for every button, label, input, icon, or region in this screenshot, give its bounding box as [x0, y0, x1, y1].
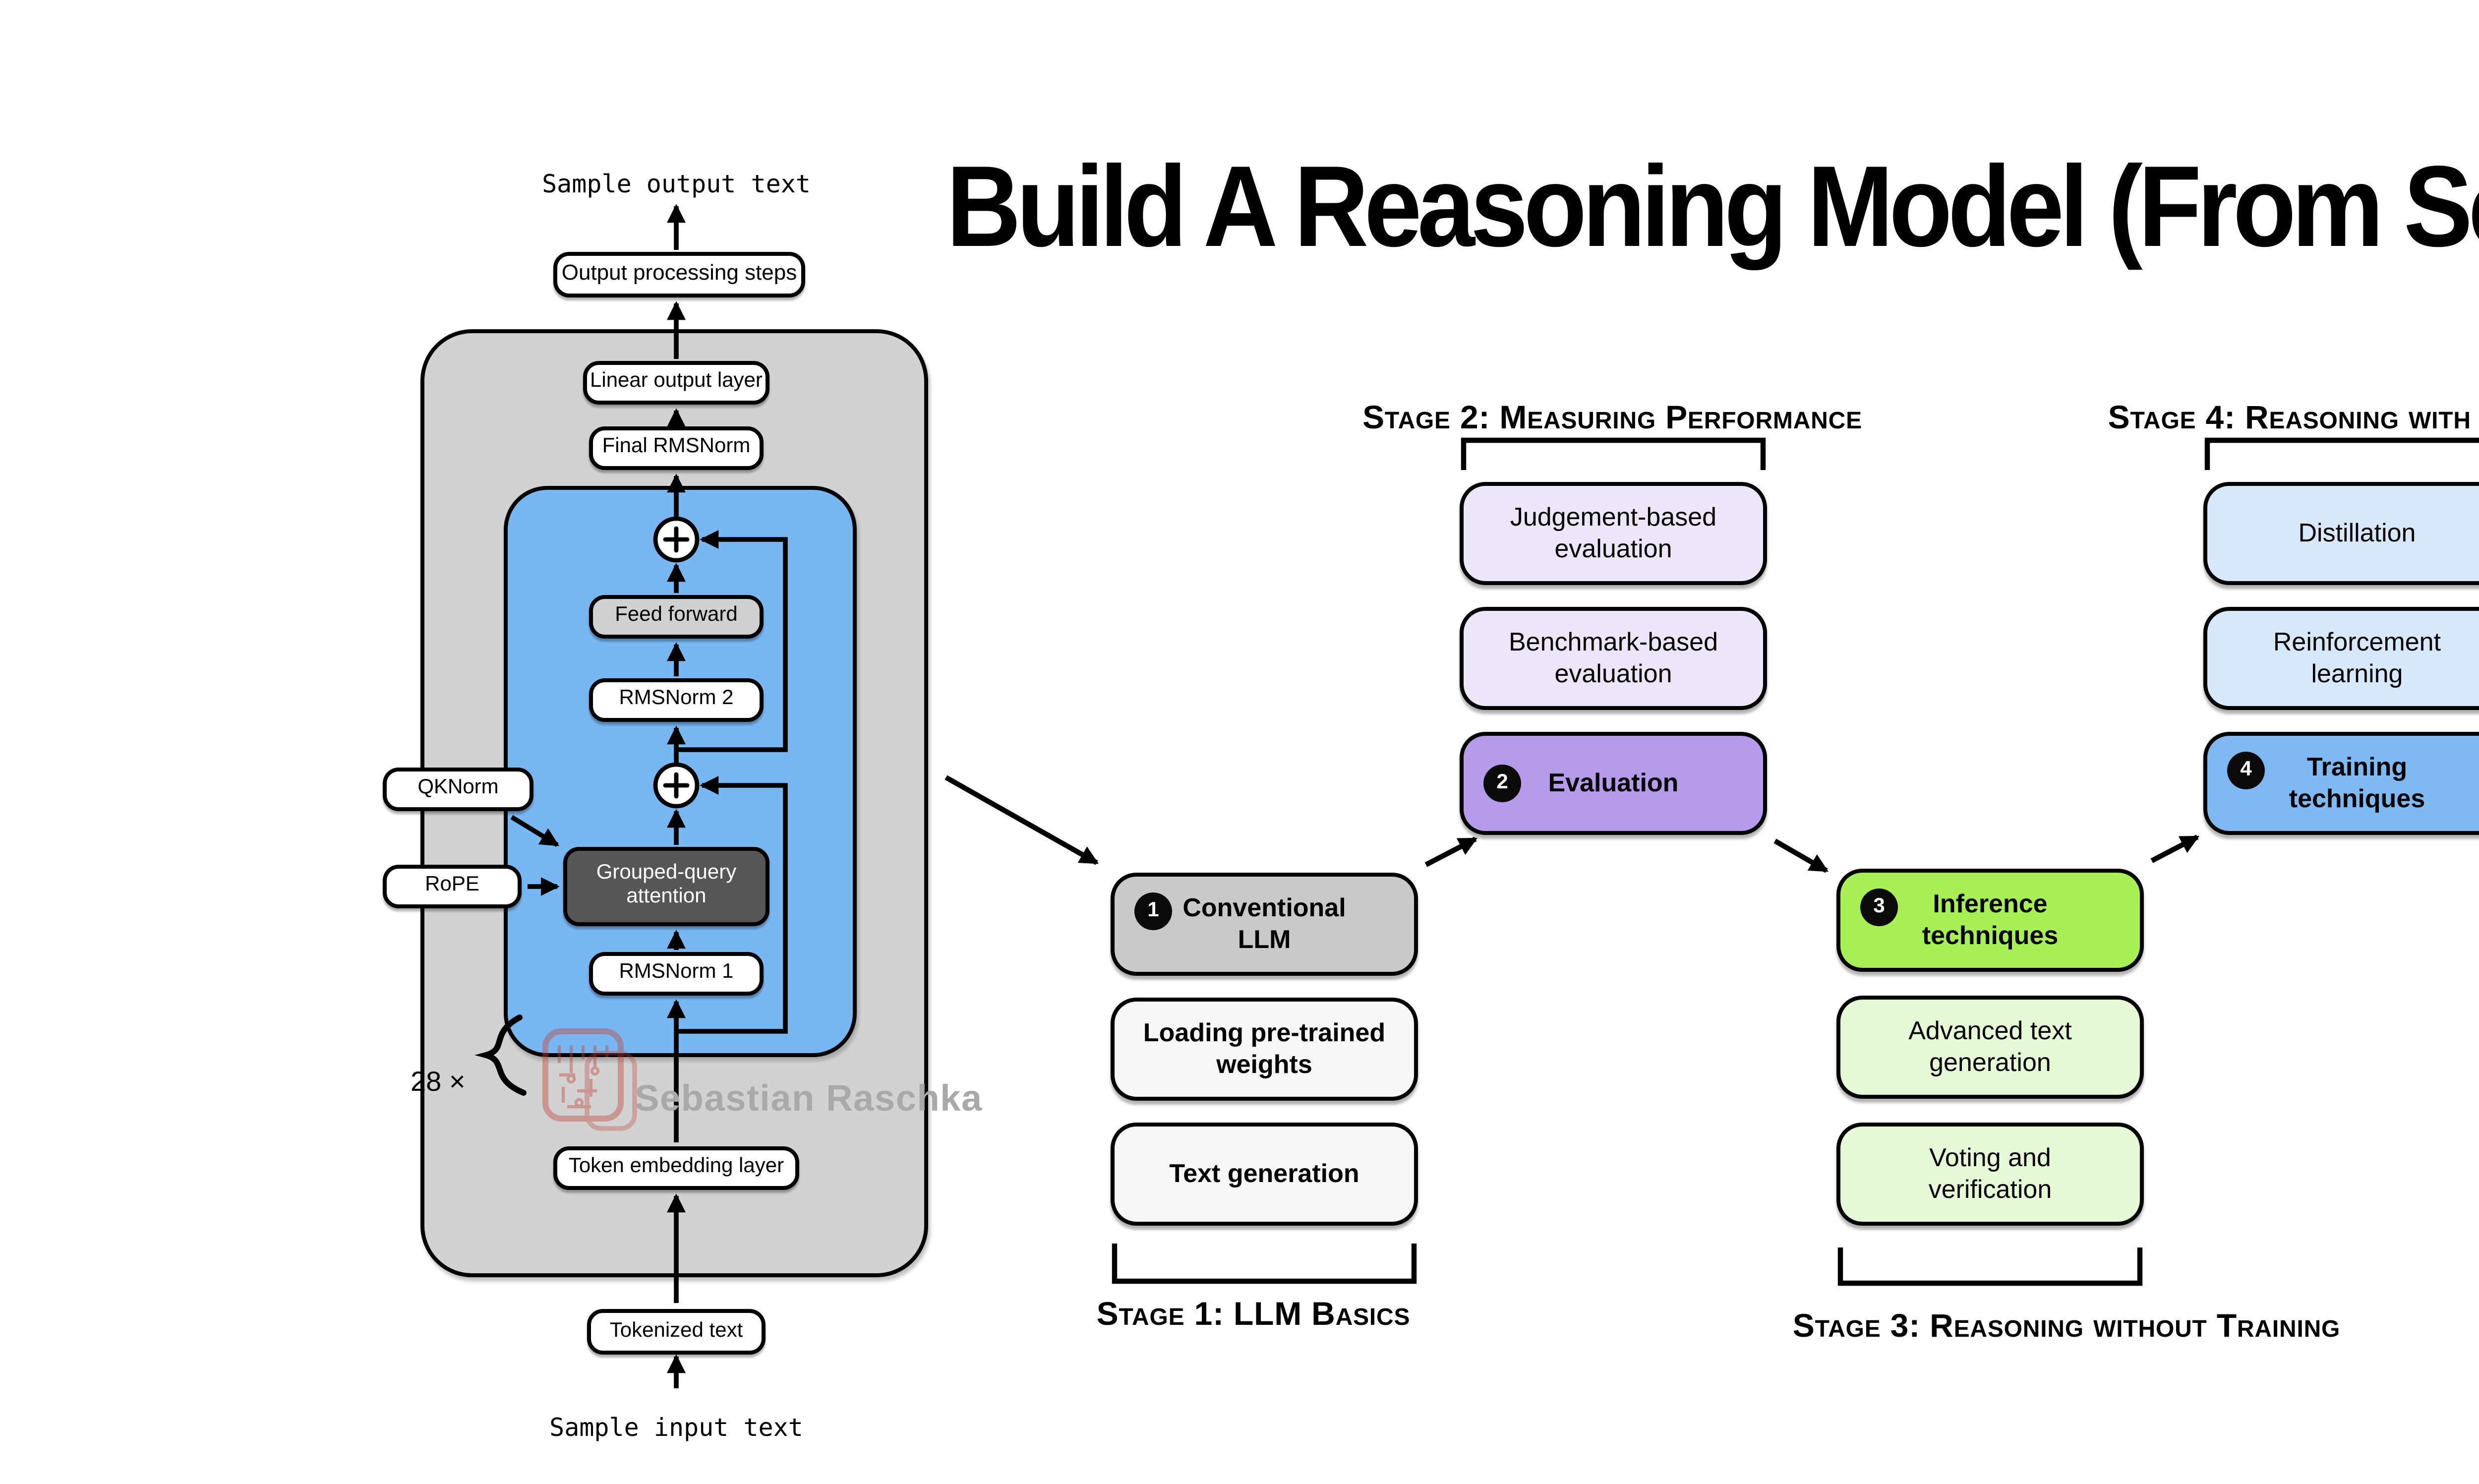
- stage3-item-inference-techniques: 3 Inference techniques: [1836, 869, 2144, 972]
- sample-output-label: Sample output text: [542, 169, 811, 198]
- stage4-item-training-techniques: 4 Training techniques: [2203, 732, 2479, 835]
- stage2-item-judgement-eval: Judgement-based evaluation: [1460, 482, 1767, 585]
- stage1-item-loading-weights: Loading pre-trained weights: [1111, 998, 1418, 1101]
- node-rope: RoPE: [383, 865, 522, 908]
- node-linear-output: Linear output layer: [583, 361, 769, 405]
- sample-input-label: Sample input text: [549, 1412, 803, 1442]
- stage1-bracket: [1112, 1244, 1417, 1284]
- watermark-logo-icon: [542, 1028, 637, 1131]
- arrow-model-to-stage1: [944, 775, 1099, 865]
- stage3-number-badge: 3: [1860, 889, 1898, 926]
- node-feed-forward: Feed forward: [589, 595, 764, 639]
- node-qknorm: QKNorm: [383, 768, 533, 811]
- node-grouped-query-attention: Grouped-query attention: [563, 847, 769, 926]
- stage3-header: Stage 3: Reasoning without Training: [1792, 1309, 2341, 1345]
- stage4-item-reinforcement-learning: Reinforcement learning: [2203, 607, 2479, 710]
- stage4-bracket: [2204, 437, 2479, 470]
- stage3-item-advanced-text-gen: Advanced text generation: [1836, 996, 2144, 1099]
- stage2-header: Stage 2: Measuring Performance: [1362, 401, 1862, 436]
- arrow-qknorm-to-attention: [510, 815, 560, 847]
- stage3-item-voting-verification: Voting and verification: [1836, 1123, 2144, 1226]
- residual-loop-feedforward: [676, 530, 788, 752]
- node-rmsnorm1: RMSNorm 1: [589, 952, 764, 996]
- page-title: Build A Reasoning Model (From Scratch): [946, 143, 2479, 272]
- stage4-header: Stage 4: Reasoning with Training: [2108, 401, 2479, 436]
- stage4-number-badge: 4: [2227, 752, 2265, 789]
- node-final-rmsnorm: Final RMSNorm: [589, 426, 764, 470]
- node-token-embedding: Token embedding layer: [553, 1146, 799, 1190]
- residual-loop-attention: [676, 776, 788, 1034]
- stage1-item-conventional-llm: 1 Conventional LLM: [1111, 873, 1418, 976]
- stage2-item-evaluation: 2 Evaluation: [1460, 732, 1767, 835]
- stage2-number-badge: 2: [1483, 765, 1521, 802]
- arrow-stage1-to-stage2: [1424, 836, 1478, 867]
- stage4-item-distillation: Distillation: [2203, 482, 2479, 585]
- node-rmsnorm2: RMSNorm 2: [589, 678, 764, 722]
- stage1-header: Stage 1: LLM Basics: [1096, 1297, 1411, 1333]
- arrow-stage3-to-stage4: [2150, 834, 2200, 863]
- stage2-bracket: [1461, 437, 1766, 470]
- stage1-item-text-generation: Text generation: [1111, 1123, 1418, 1226]
- repeat-brace-icon: [474, 1014, 527, 1096]
- stage3-bracket: [1837, 1247, 2143, 1286]
- repeat-count-label: 28 ×: [411, 1065, 466, 1097]
- node-tokenized-text: Tokenized text: [587, 1309, 766, 1355]
- stage1-number-badge: 1: [1134, 892, 1172, 930]
- stage2-item-benchmark-eval: Benchmark-based evaluation: [1460, 607, 1767, 710]
- node-output-processing: Output processing steps: [553, 252, 805, 297]
- watermark-text: Sebastian Raschka: [635, 1077, 983, 1119]
- arrow-stage2-to-stage3: [1773, 838, 1829, 873]
